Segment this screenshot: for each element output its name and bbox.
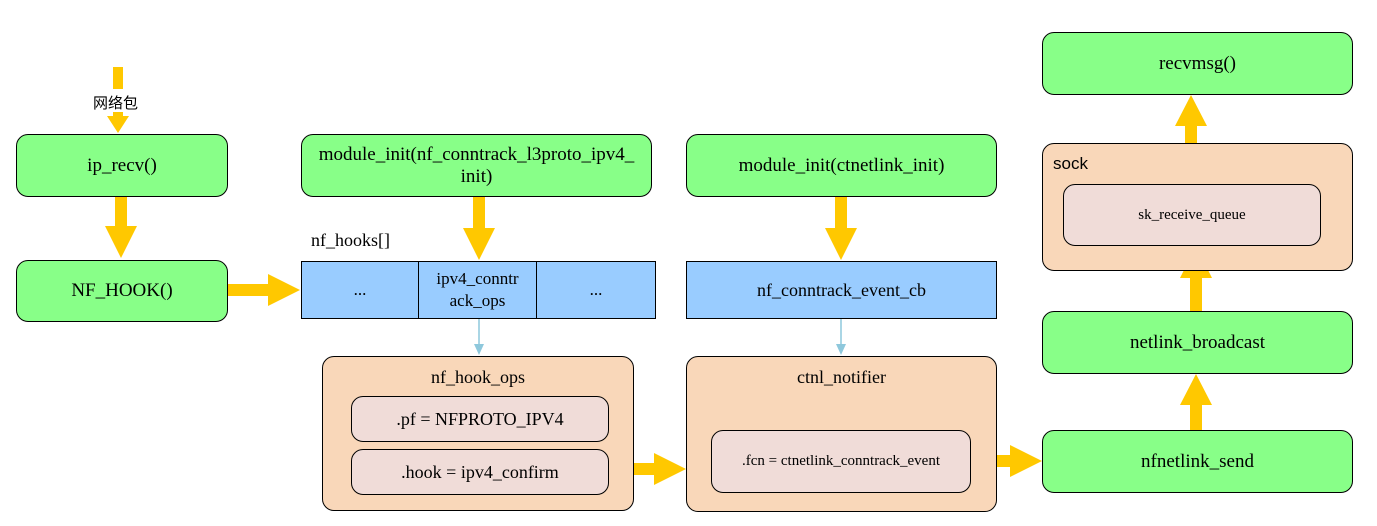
arrow-input-head (107, 116, 129, 133)
arrow-ctnetlink-shaft (835, 196, 847, 230)
hook-field: .hook = ipv4_confirm (351, 449, 609, 495)
nf-hooks-cell-0: ... (302, 262, 419, 318)
arrow-nfhook-head (268, 274, 300, 306)
recvmsg-node: recvmsg() (1042, 32, 1353, 95)
nf-conntrack-event-cb-node: nf_conntrack_event_cb (686, 261, 997, 319)
arrow-send-head (1180, 374, 1212, 405)
nf-hooks-cell-ipv4-conntrack-ops: ipv4_conntr ack_ops (419, 262, 537, 318)
arrow-send-shaft (1190, 403, 1202, 431)
arrow-modinit-head (463, 228, 495, 260)
module-init-ipv4-node: module_init(nf_conntrack_l3proto_ipv4_ i… (301, 134, 652, 197)
arrow-thin-ops-head (474, 344, 484, 355)
arrow-modinit-shaft (473, 196, 485, 230)
module-init-ctnetlink-node: module_init(ctnetlink_init) (686, 134, 997, 197)
input-label: 网络包 (93, 94, 139, 112)
arrow-input-shaft (113, 112, 123, 118)
nf-hooks-cell-2: ... (537, 262, 655, 318)
arrow-fcn-head (1010, 445, 1042, 477)
nfnetlink-send-node: nfnetlink_send (1042, 430, 1353, 493)
arrow-input-top (113, 67, 123, 89)
arrow-iprecv-head (105, 226, 137, 258)
nf-hook-ops-title: nf_hook_ops (431, 367, 525, 387)
netlink-broadcast-node: netlink_broadcast (1042, 311, 1353, 374)
sock-title: sock (1053, 154, 1088, 173)
arrow-ctnetlink-head (825, 228, 857, 260)
ctnl-notifier-title: ctnl_notifier (797, 367, 886, 387)
nf-hooks-title: nf_hooks[] (311, 230, 390, 250)
arrow-hook-head (654, 453, 686, 485)
pf-field: .pf = NFPROTO_IPV4 (351, 396, 609, 442)
sk-receive-queue-field: sk_receive_queue (1063, 184, 1321, 246)
arrow-queue-head (1175, 95, 1207, 126)
fcn-field: .fcn = ctnetlink_conntrack_event (711, 430, 971, 493)
ip-recv-node: ip_recv() (16, 134, 228, 197)
arrow-nfhook-shaft (226, 284, 270, 296)
nf-hooks-array: ... ipv4_conntr ack_ops ... (301, 261, 656, 319)
arrow-bcast-shaft (1190, 276, 1202, 312)
nf-hook-node: NF_HOOK() (16, 260, 228, 322)
arrow-thin-cb-head (836, 344, 846, 355)
arrow-iprecv-shaft (115, 196, 127, 228)
